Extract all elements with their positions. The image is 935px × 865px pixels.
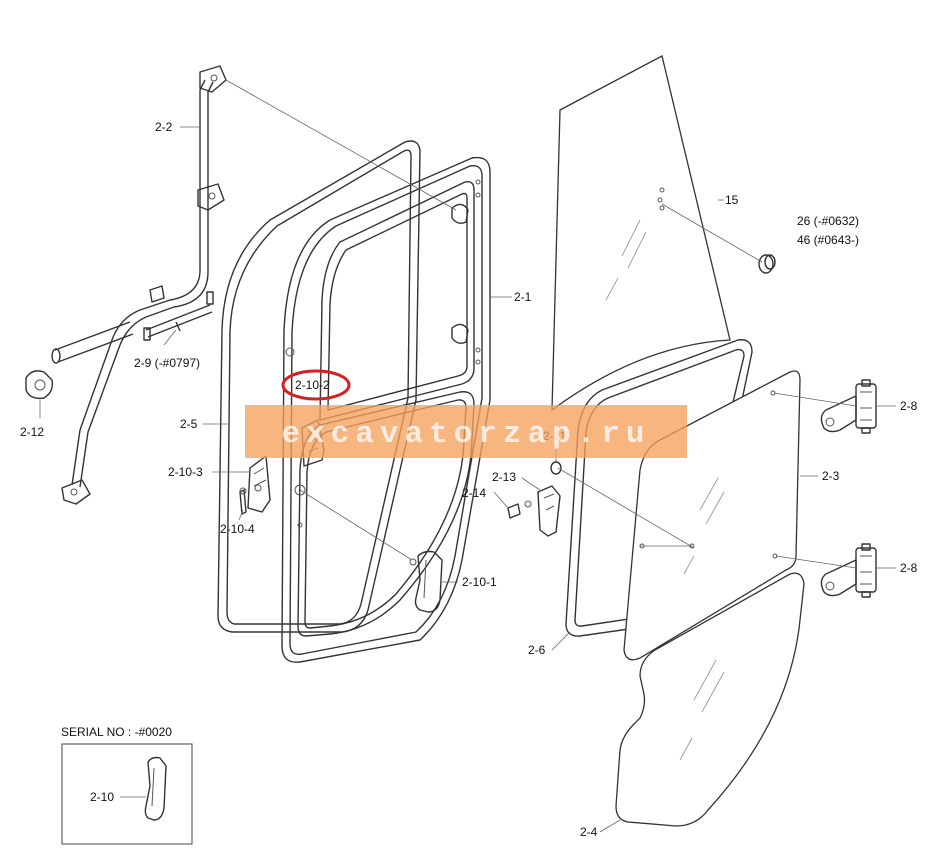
label-2-8-upper: 2-8 [900,399,918,413]
label-2-5: 2-5 [180,417,198,431]
label-2-10-4: 2-10-4 [220,522,255,536]
part-2-5-door-seal [217,140,421,633]
label-2-4: 2-4 [580,825,598,839]
label-2-10-2: 2-10-2 [295,378,330,392]
part-26-46-grommet [758,254,776,274]
part-2-8-hinge-lower [820,543,877,598]
label-2-8-lower: 2-8 [900,561,918,575]
label-15: 15 [725,193,739,207]
watermark: excavatorzap.ru [245,405,687,458]
part-2-10-1-outer-handle [409,550,443,613]
part-2-4-lower-glass [615,572,805,827]
label-26: 26 (-#0632) [797,214,859,228]
label-2-14: 2-14 [462,486,486,500]
part-2-2-handrail [51,65,227,505]
watermark-band [245,405,687,458]
inset-handle [144,756,167,821]
serial-inset: SERIAL NO : -#0020 2-10 [61,725,193,845]
label-2-2: 2-2 [155,120,173,134]
label-2-10-1: 2-10-1 [462,575,497,589]
part-2-12-bracket [25,370,54,400]
label-2-10: 2-10 [90,790,114,804]
label-2-1: 2-1 [514,290,532,304]
part-2-9-gas-strut [143,291,214,341]
serial-inset-box [61,743,193,845]
leader-lines [39,79,896,833]
part-15-upper-glass [551,55,731,412]
label-2-3: 2-3 [822,469,840,483]
watermark-text: excavatorzap.ru [281,417,650,452]
label-2-12: 2-12 [20,425,44,439]
label-2-10-3: 2-10-3 [168,465,203,479]
label-46: 46 (#0643-) [797,233,859,247]
label-2-13: 2-13 [492,470,516,484]
serial-note: SERIAL NO : -#0020 [61,725,172,739]
label-2-6: 2-6 [528,643,546,657]
label-2-9: 2-9 (-#0797) [134,356,200,370]
part-2-8-hinge-upper [820,379,877,434]
highlight-ring [281,369,351,401]
